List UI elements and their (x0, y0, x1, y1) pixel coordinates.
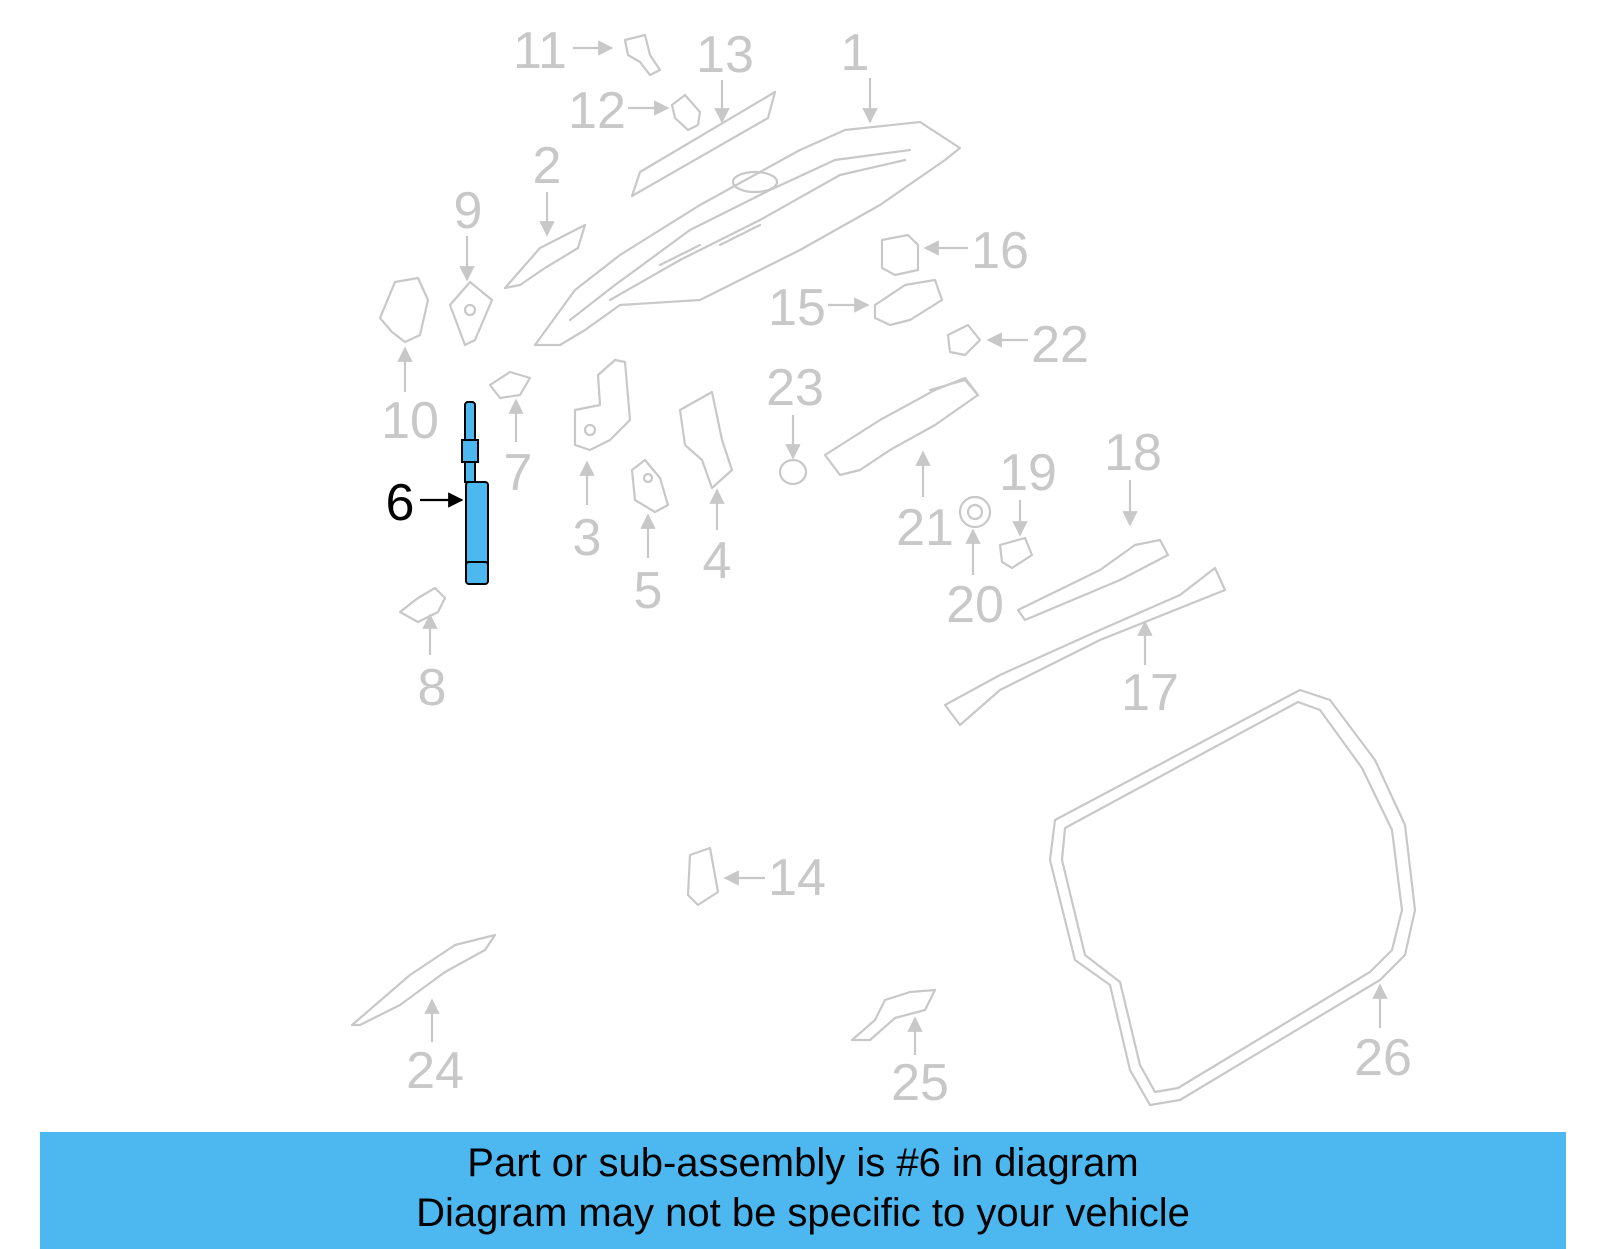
label-21: 21 (896, 499, 954, 557)
part-24-striker (350, 933, 497, 1027)
part-18-garnish (1016, 538, 1170, 622)
label-18: 18 (1104, 424, 1162, 482)
part-17-spoiler (943, 566, 1227, 727)
part-13-strip (630, 90, 777, 198)
label-13: 13 (696, 26, 754, 84)
label-16: 16 (971, 222, 1029, 280)
part-3-hinge (573, 358, 632, 452)
part-9-plate (448, 280, 494, 347)
part-1-liftgate-panel (533, 120, 962, 347)
label-23: 23 (766, 359, 824, 417)
part-14-bumper (686, 846, 720, 907)
label-20: 20 (946, 576, 1004, 634)
label-14: 14 (768, 849, 826, 907)
parts-diagram: 1 13 11 12 2 9 10 7 (350, 22, 1417, 1112)
part-25-latch-plate (850, 988, 937, 1042)
label-5: 5 (634, 562, 663, 620)
part-20-grommet (958, 495, 992, 529)
label-15: 15 (768, 279, 826, 337)
part-22-bumper (946, 323, 982, 357)
diagram-info-banner: Part or sub-assembly is #6 in diagram Di… (40, 1132, 1566, 1249)
part-26-weatherstrip (1048, 688, 1417, 1107)
part-16-connector (880, 233, 920, 277)
part-8-ball-stud (398, 586, 447, 624)
label-8: 8 (418, 659, 447, 717)
part-19-clip (998, 536, 1034, 570)
part-7-ball-stud (488, 370, 532, 400)
part-2-bracket (503, 223, 587, 290)
label-22: 22 (1031, 316, 1089, 374)
part-6-lift-support-strut (461, 401, 489, 585)
label-25: 25 (891, 1054, 949, 1112)
label-17: 17 (1121, 664, 1179, 722)
label-12: 12 (568, 82, 626, 140)
label-26: 26 (1354, 1029, 1412, 1087)
part-21-handle (823, 376, 980, 477)
part-11-bolt (623, 33, 662, 77)
label-19: 19 (999, 444, 1057, 502)
label-9: 9 (454, 182, 483, 240)
banner-line-1: Part or sub-assembly is #6 in diagram (467, 1141, 1139, 1185)
part-23-cap (778, 458, 808, 486)
label-1: 1 (841, 24, 870, 82)
label-2: 2 (533, 137, 562, 195)
part-5-bracket (630, 458, 670, 514)
label-24: 24 (406, 1042, 464, 1100)
part-4-panel (678, 390, 734, 490)
label-3: 3 (573, 509, 602, 567)
label-7: 7 (504, 444, 533, 502)
banner-line-2: Diagram may not be specific to your vehi… (416, 1191, 1190, 1235)
part-15-switch (873, 278, 944, 327)
label-4: 4 (703, 532, 732, 590)
part-12-clip (670, 93, 702, 132)
label-11: 11 (513, 22, 567, 80)
label-6: 6 (386, 474, 415, 532)
label-10: 10 (381, 392, 439, 450)
part-10-cover (378, 276, 430, 344)
